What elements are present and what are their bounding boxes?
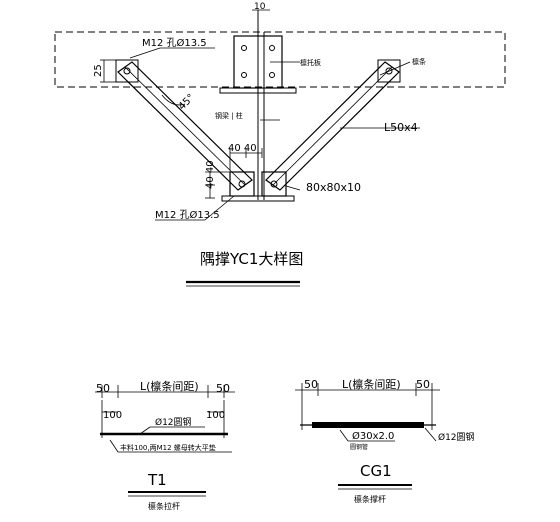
cg1-detail: 50 50 L(檩条间距) Ø30x2.0 圆钢管 Ø12圆钢 CG1 檩条撑杆 xyxy=(295,377,475,504)
lower-right-gusset xyxy=(261,171,287,197)
t1-inner-left: 100 xyxy=(103,410,122,421)
upper-left-gusset xyxy=(115,59,139,83)
cg1-subtitle: 檩条撑杆 xyxy=(354,494,386,504)
flange-plate xyxy=(219,87,297,94)
cg1-rod-label: Ø12圆钢 xyxy=(438,431,475,443)
top-dimension: 10 xyxy=(254,2,266,12)
cg1-dimension-right: 50 xyxy=(416,378,430,391)
yc1-detail: 10 M12 孔Ø13.5 25 45° 檩托板 檩条 钢梁 | 柱 L50x4… xyxy=(54,2,506,287)
t1-rod-label: Ø12圆钢 xyxy=(155,416,192,428)
cg1-pipe-label: Ø30x2.0 xyxy=(352,430,394,442)
t1-subtitle: 檩条拉杆 xyxy=(148,501,180,511)
lower-bolt-label: M12 孔Ø13.5 xyxy=(155,209,220,221)
t1-detail: 50 50 L(檩条间距) 100 100 Ø12圆钢 丰料100,两M12 螺… xyxy=(95,379,235,511)
t1-dimension-right: 50 xyxy=(216,382,230,395)
left-brace xyxy=(117,61,253,191)
t1-inner-right: 100 xyxy=(206,410,225,421)
purlin-beam xyxy=(54,31,506,88)
dimension-40-40-vertical: 40 40 xyxy=(205,160,216,189)
base-plate xyxy=(221,195,295,202)
t1-note: 丰料100,两M12 螺母转大平垫 xyxy=(120,443,216,452)
upper-bolt-label: M12 孔Ø13.5 xyxy=(142,37,207,49)
angle-steel-label: L50x4 xyxy=(384,121,418,134)
lower-left-gusset xyxy=(229,171,255,197)
purlin-label: 檩条 xyxy=(412,57,426,66)
cg1-length-label: L(檩条间距) xyxy=(342,377,401,391)
cg1-pipe-note: 圆钢管 xyxy=(350,443,368,451)
t1-length-label: L(檩条间距) xyxy=(140,379,199,393)
dimension-40-40-horizontal: 40 40 xyxy=(228,143,257,154)
t1-dimension-left: 50 xyxy=(96,382,110,395)
cg1-title: CG1 xyxy=(360,462,392,480)
cg1-dimension-left: 50 xyxy=(304,378,318,391)
t1-title: T1 xyxy=(147,471,167,489)
plate-size-label: 80x80x10 xyxy=(306,181,361,194)
yc1-title: 隅撑YC1大样图 xyxy=(200,250,303,268)
column-label: 钢梁 | 柱 xyxy=(215,111,243,120)
stiffener-plate-label: 檩托板 xyxy=(300,58,321,67)
upper-right-gusset xyxy=(377,59,401,83)
dimension-25: 25 xyxy=(93,64,104,77)
